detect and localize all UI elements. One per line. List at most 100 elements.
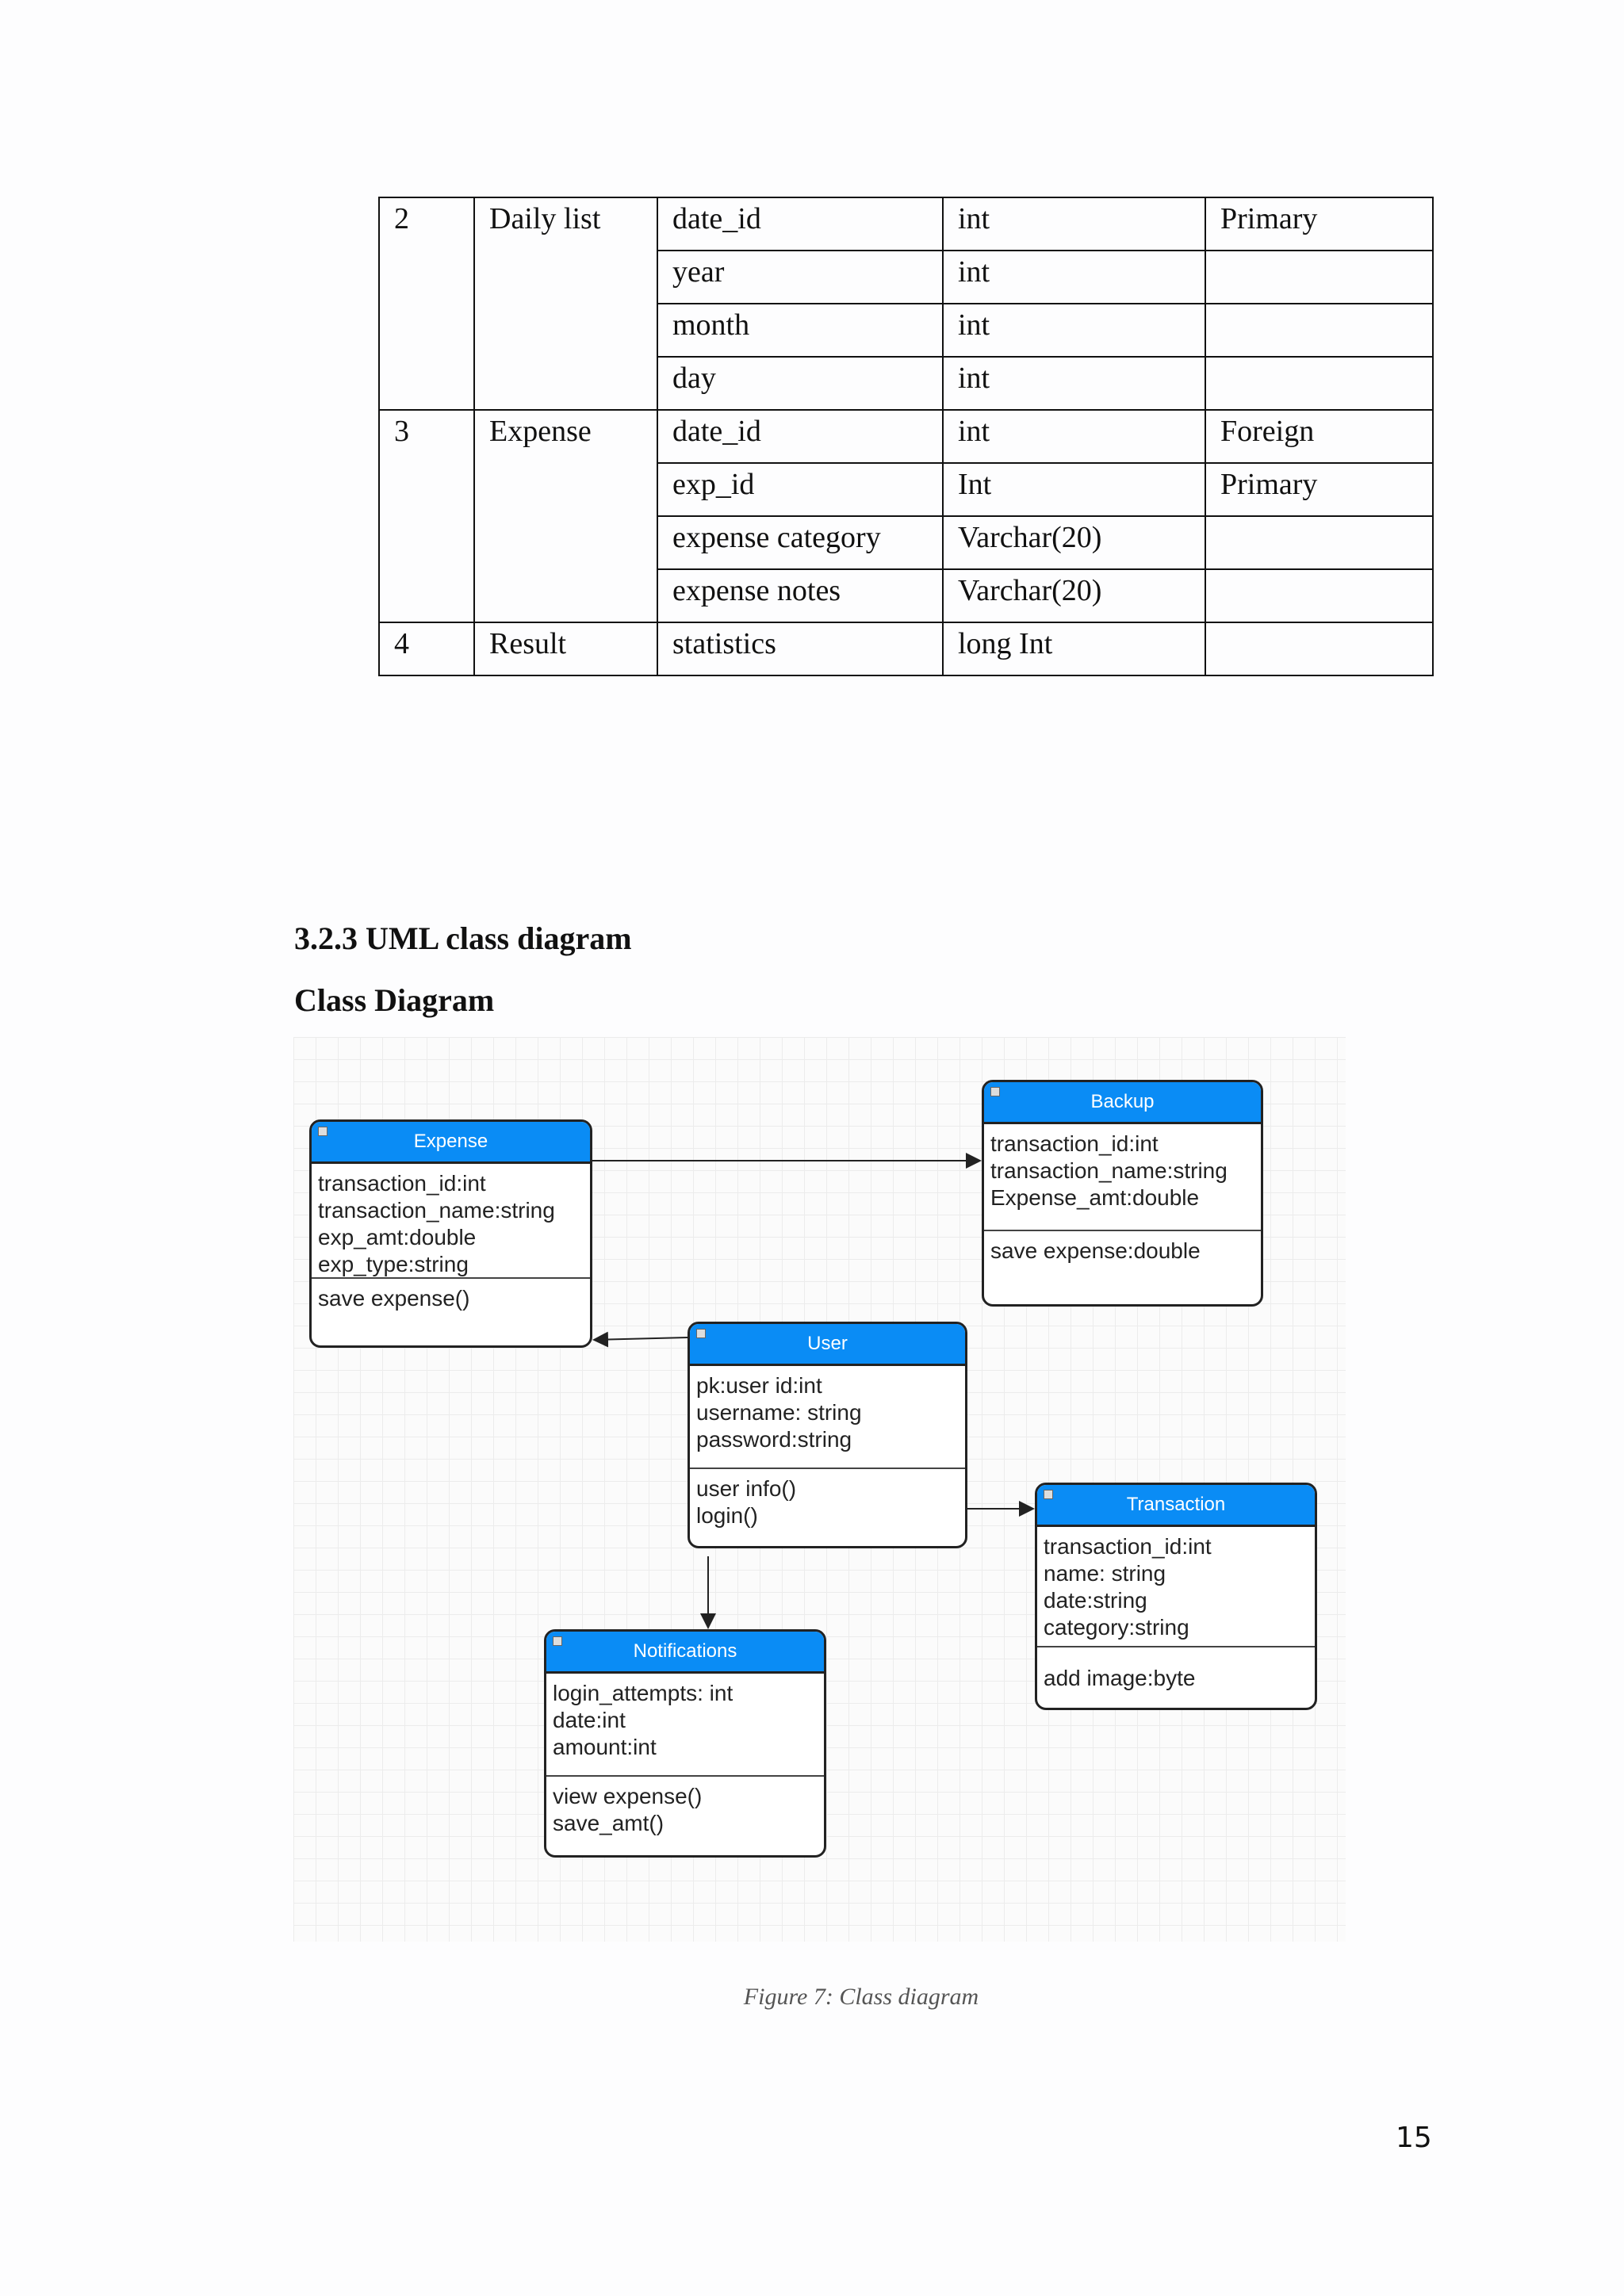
row-number: 4 xyxy=(378,622,475,676)
field-name: statistics xyxy=(657,622,944,676)
data-type: int xyxy=(942,197,1206,251)
key-type: Primary xyxy=(1205,462,1434,517)
attribute: transaction_id:int xyxy=(318,1171,486,1196)
key-type xyxy=(1205,515,1434,570)
attribute: transaction_name:string xyxy=(318,1198,555,1223)
section-heading: 3.2.3 UML class diagram xyxy=(294,920,632,956)
entity-name: Result xyxy=(473,622,658,676)
key-type xyxy=(1205,356,1434,411)
key-type xyxy=(1205,568,1434,623)
data-type: long Int xyxy=(942,622,1206,676)
field-name: exp_id xyxy=(657,462,944,517)
attribute: transaction_id:int xyxy=(990,1131,1159,1156)
attribute: transaction_name:string xyxy=(990,1158,1228,1183)
field-name: expense notes xyxy=(657,568,944,623)
field-name: expense category xyxy=(657,515,944,570)
row-number: 3 xyxy=(378,409,475,623)
method: add image:byte xyxy=(1044,1666,1196,1690)
attribute: exp_type:string xyxy=(318,1252,469,1276)
data-type: int xyxy=(942,409,1206,464)
collapse-icon[interactable] xyxy=(318,1127,327,1136)
attributes-section: login_attempts: int date:int amount:int xyxy=(546,1674,824,1777)
collapse-icon[interactable] xyxy=(696,1329,706,1338)
class-name: User xyxy=(807,1333,848,1354)
field-name: day xyxy=(657,356,944,411)
attribute: category:string xyxy=(1044,1615,1189,1640)
field-name: year xyxy=(657,250,944,304)
association-arrows xyxy=(592,1153,1035,1629)
attribute: login_attempts: int xyxy=(553,1681,733,1705)
key-type xyxy=(1205,303,1434,358)
attribute: date:int xyxy=(553,1708,626,1732)
class-name: Transaction xyxy=(1126,1494,1226,1515)
method: login() xyxy=(696,1503,758,1528)
attribute: username: string xyxy=(696,1400,862,1425)
class-header: Notifications xyxy=(546,1632,824,1674)
attribute: Expense_amt:double xyxy=(990,1185,1200,1210)
class-header: User xyxy=(690,1324,965,1366)
attribute: transaction_id:int xyxy=(1044,1534,1212,1559)
attribute: date:string xyxy=(1044,1588,1147,1613)
class-header: Backup xyxy=(984,1082,1261,1124)
methods-section: save expense:double xyxy=(984,1231,1261,1271)
attribute: pk:user id:int xyxy=(696,1373,822,1398)
association-user-to-expense xyxy=(592,1331,688,1348)
data-type: int xyxy=(942,303,1206,358)
method: save_amt() xyxy=(553,1811,665,1835)
field-name: date_id xyxy=(657,409,944,464)
method: view expense() xyxy=(553,1784,703,1808)
method: user info() xyxy=(696,1476,797,1501)
class-name: Backup xyxy=(1090,1091,1155,1112)
page-number: 15 xyxy=(1396,2122,1432,2154)
key-type: Primary xyxy=(1205,197,1434,251)
field-name: date_id xyxy=(657,197,944,251)
class-header: Transaction xyxy=(1037,1485,1315,1527)
entity-name: Expense xyxy=(473,409,658,623)
class-box-notifications[interactable]: Notifications login_attempts: int date:int… xyxy=(544,1629,826,1858)
data-type: int xyxy=(942,356,1206,411)
collapse-icon[interactable] xyxy=(553,1636,562,1646)
field-name: month xyxy=(657,303,944,358)
attribute: exp_amt:double xyxy=(318,1225,477,1249)
data-type: int xyxy=(942,250,1206,304)
collapse-icon[interactable] xyxy=(1044,1490,1053,1499)
collapse-icon[interactable] xyxy=(990,1087,1000,1096)
methods-section: view expense() save_amt() xyxy=(546,1777,824,1843)
key-type xyxy=(1205,622,1434,676)
key-type xyxy=(1205,250,1434,304)
attribute: name: string xyxy=(1044,1561,1166,1586)
class-header: Expense xyxy=(312,1122,590,1164)
method: save expense:double xyxy=(990,1238,1201,1263)
entity-name: Daily list xyxy=(473,197,658,411)
method: save expense() xyxy=(318,1286,470,1311)
figure-caption: Figure 7: Class diagram xyxy=(743,1984,979,2010)
methods-section: user info()login() xyxy=(690,1469,965,1536)
class-name: Expense xyxy=(413,1131,488,1152)
row-number: 2 xyxy=(378,197,475,411)
methods-section: save expense() xyxy=(312,1279,590,1318)
data-type: Varchar(20) xyxy=(942,515,1206,570)
key-type: Foreign xyxy=(1205,409,1434,464)
attribute: password:string xyxy=(696,1427,852,1452)
attribute: amount:int xyxy=(553,1735,657,1759)
methods-section: add image:byte xyxy=(1037,1647,1315,1698)
data-type: Int xyxy=(942,462,1206,517)
